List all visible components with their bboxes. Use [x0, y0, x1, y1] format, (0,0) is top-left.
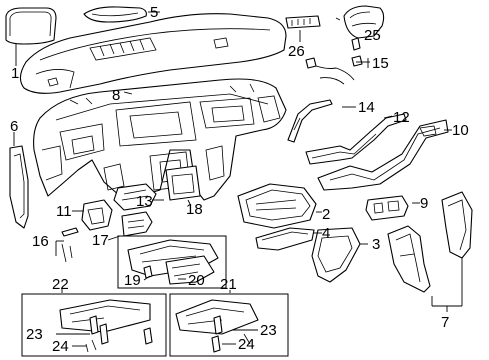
part-25-sensor	[343, 5, 385, 51]
callout-5: 5	[150, 4, 158, 21]
callout-12: 12	[393, 109, 410, 126]
callout-22: 22	[52, 276, 69, 293]
part-2-cluster-housing	[237, 183, 317, 229]
callout-14: 14	[358, 99, 375, 116]
part-15-wire	[305, 55, 363, 85]
callout-20: 20	[188, 272, 205, 289]
leader-lines	[13, 11, 463, 347]
callout-25: 25	[364, 27, 381, 44]
part-3-cluster-trim	[311, 227, 361, 283]
part-12-trim-strip	[305, 113, 407, 165]
callout-26: 26	[288, 43, 305, 60]
callout-17: 17	[92, 232, 109, 249]
callout-16: 16	[32, 233, 49, 250]
part-21-group	[169, 293, 289, 357]
callout-7: 7	[441, 314, 449, 331]
callout-9: 9	[420, 195, 428, 212]
part-13-vent	[113, 183, 157, 211]
part-main-frame	[33, 78, 287, 201]
callout-6: 6	[10, 118, 18, 135]
part-7-side-cover	[387, 191, 473, 293]
callout-13: 13	[136, 193, 153, 210]
callout-23-left: 23	[26, 326, 43, 343]
callout-4: 4	[322, 225, 330, 242]
part-16-clip	[61, 227, 79, 263]
callout-2: 2	[322, 206, 330, 223]
callout-23-right: 23	[260, 322, 277, 339]
callout-1: 1	[11, 65, 19, 82]
callout-21: 21	[220, 276, 237, 293]
part-14-molding	[287, 99, 333, 143]
callout-19: 19	[124, 272, 141, 289]
part-11-trim-bezel	[81, 199, 113, 231]
part-18-bracket	[165, 165, 201, 201]
callout-11: 11	[56, 203, 72, 220]
part-6-end-cap	[9, 145, 29, 229]
part-9-switch-bezel	[365, 195, 409, 221]
callout-labels: 1 2 3 4 5 6 7 8 9 10 11 12 13 14 15 16 1…	[10, 4, 469, 355]
part-5-defroster-grille	[83, 6, 147, 23]
part-4-cluster-lens	[255, 227, 315, 251]
callout-15: 15	[372, 55, 389, 72]
part-17-switch-trim	[121, 211, 153, 237]
part-22-group	[21, 293, 167, 357]
callout-24-right: 24	[238, 336, 255, 353]
callout-8: 8	[112, 87, 120, 104]
part-glove-box-group	[117, 235, 227, 289]
part-26-connector	[285, 15, 321, 29]
callout-24-left: 24	[52, 338, 69, 355]
callout-3: 3	[372, 236, 380, 253]
part-1-instrument-panel-pad	[5, 7, 287, 94]
callout-18: 18	[186, 201, 203, 218]
part-10-trim-panel	[317, 119, 449, 191]
callout-10: 10	[452, 122, 469, 139]
